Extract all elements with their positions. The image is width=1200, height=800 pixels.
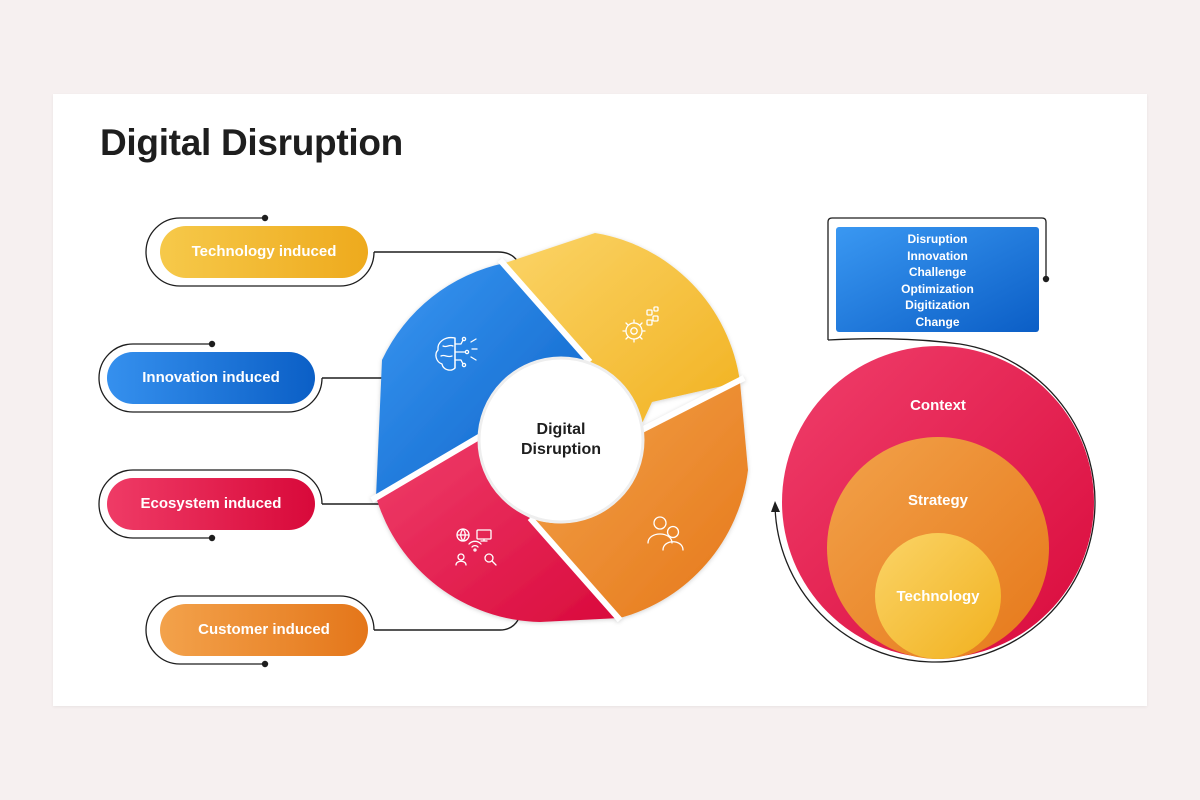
ring-segment-innovation: [376, 263, 590, 497]
page-title: Digital Disruption: [100, 122, 403, 163]
circle-outline-arc: [774, 338, 1096, 663]
disruption-ring: [370, 233, 748, 622]
keyword-item: Innovation: [907, 248, 968, 263]
ring-segment-technology: [505, 233, 740, 432]
keyword-item: Optimization: [901, 281, 974, 296]
circle-label-technology: Technology: [896, 588, 980, 605]
pill-ecosystem-induced: [107, 478, 315, 530]
keyword-item: Change: [915, 314, 960, 329]
keyword-bracket: [827, 217, 1047, 340]
ring-segment-ecosystem: [376, 434, 620, 622]
ring-segment-customer: [530, 382, 748, 618]
keyword-item: Disruption: [907, 232, 968, 246]
center-circle: [477, 356, 645, 524]
pill-label-customer: Customer induced: [198, 621, 330, 638]
pill-label-technology: Technology induced: [191, 243, 337, 260]
keyword-item: Challenge: [908, 265, 967, 280]
circle-technology: [875, 533, 1001, 659]
keyword-list: Disruption Innovation Challenge Optimiza…: [838, 231, 1037, 331]
keyword-item: Digitization: [905, 298, 970, 313]
circle-label-strategy: Strategy: [907, 492, 969, 509]
network-devices-icon: [455, 528, 497, 566]
pill-technology-induced: [160, 226, 368, 278]
center-label-line2: Disruption: [521, 441, 601, 458]
brain-circuit-icon: [435, 336, 478, 371]
arc-arrowhead: [771, 501, 780, 512]
keyword-box: [836, 227, 1039, 332]
gear-cluster-icon: [622, 306, 659, 343]
center-label: Digital Disruption: [488, 420, 634, 460]
connector-dots: [208, 214, 269, 668]
pill-customer-induced: [160, 604, 368, 656]
pill-innovation-induced: [107, 352, 315, 404]
center-label-line1: Digital: [536, 421, 586, 438]
users-icon: [647, 516, 684, 551]
pill-label-innovation: Innovation induced: [142, 369, 280, 386]
pill-outlines: [98, 217, 375, 665]
keyword-bracket-dot: [1042, 275, 1050, 283]
circle-label-context: Context: [910, 397, 966, 414]
pill-label-ecosystem: Ecosystem induced: [140, 495, 282, 512]
